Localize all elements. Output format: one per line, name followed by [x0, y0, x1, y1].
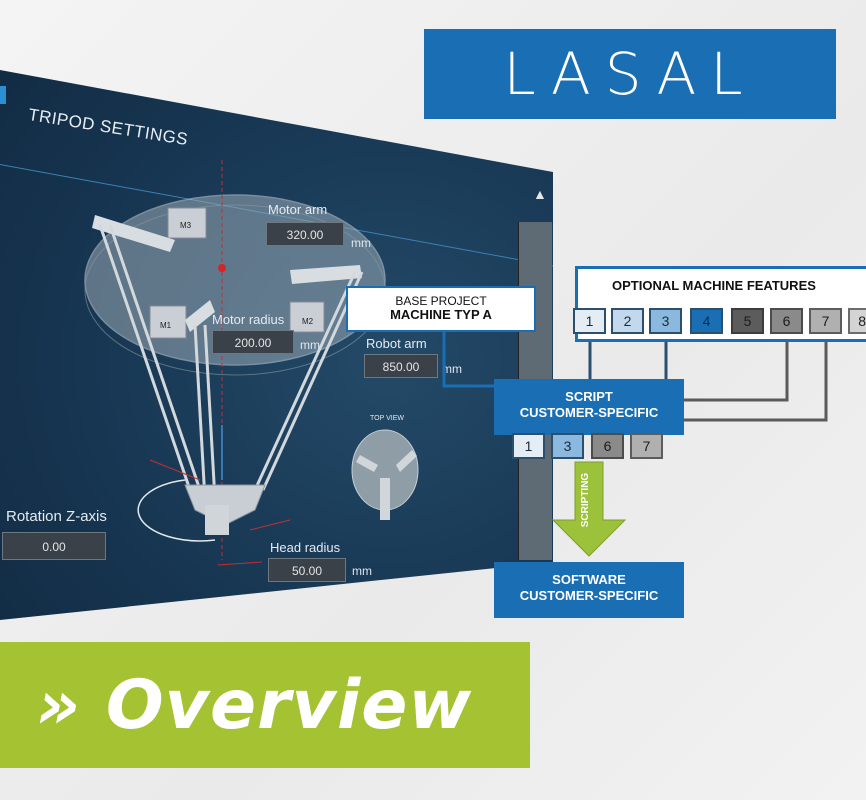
feature-4: 4 — [690, 308, 723, 334]
motor-arm-field[interactable]: 320.00 — [266, 222, 344, 246]
feature-8: 8 — [848, 308, 866, 334]
motor-arm-unit: mm — [351, 236, 371, 250]
robot-arm-field[interactable]: 850.00 — [364, 354, 438, 378]
software-line1: SOFTWARE — [552, 572, 626, 587]
feature-3: 3 — [649, 308, 682, 334]
motor-arm-label: Motor arm — [268, 202, 328, 217]
script-feature-3: 3 — [551, 433, 584, 459]
head-radius-field[interactable]: 50.00 — [268, 558, 346, 582]
script-line1: SCRIPT — [565, 389, 613, 404]
motor-m2-label: M2 — [302, 317, 314, 326]
script-line2: CUSTOMER-SPECIFIC — [519, 405, 659, 420]
menu-icon[interactable] — [0, 86, 6, 104]
motor-radius-field[interactable]: 200.00 — [212, 330, 294, 354]
feature-6: 6 — [770, 308, 803, 334]
rotation-z-label: Rotation Z-axis — [6, 508, 107, 525]
head-radius-label: Head radius — [270, 540, 341, 555]
rotation-z-field[interactable]: 0.00 — [2, 532, 106, 560]
robot-arm-label: Robot arm — [366, 336, 427, 351]
overview-banner-link[interactable]: » Overview — [0, 642, 530, 768]
logo-text: LASAL — [503, 40, 757, 108]
motor-m3-label: M3 — [180, 221, 192, 230]
feature-5: 5 — [731, 308, 764, 334]
optional-features-title: OPTIONAL MACHINE FEATURES — [612, 278, 816, 293]
overview-text: » Overview — [36, 665, 473, 745]
warning-triangle-icon[interactable]: ▲ — [533, 186, 547, 202]
top-view-label: TOP VIEW — [370, 415, 404, 422]
motor-radius-unit: mm — [300, 338, 320, 352]
feature-7: 7 — [809, 308, 842, 334]
script-box: SCRIPT CUSTOMER-SPECIFIC — [494, 379, 684, 435]
script-feature-6: 6 — [591, 433, 624, 459]
head-radius-unit: mm — [352, 564, 372, 578]
script-feature-7: 7 — [630, 433, 663, 459]
base-project-box: BASE PROJECT MACHINE TYP A — [346, 286, 536, 332]
lasal-logo: LASAL — [424, 29, 836, 119]
feature-1: 1 — [573, 308, 606, 334]
base-project-line2: MACHINE TYP A — [390, 307, 492, 322]
software-box: SOFTWARE CUSTOMER-SPECIFIC — [494, 562, 684, 618]
motor-radius-label: Motor radius — [212, 312, 285, 327]
base-project-line1: BASE PROJECT — [395, 294, 487, 308]
motor-m1-label: M1 — [160, 321, 172, 330]
script-feature-1: 1 — [512, 433, 545, 459]
scripting-arrow-label: SCRIPTING — [580, 472, 591, 528]
software-line2: CUSTOMER-SPECIFIC — [519, 588, 659, 603]
robot-arm-unit: mm — [442, 362, 462, 376]
feature-2: 2 — [611, 308, 644, 334]
